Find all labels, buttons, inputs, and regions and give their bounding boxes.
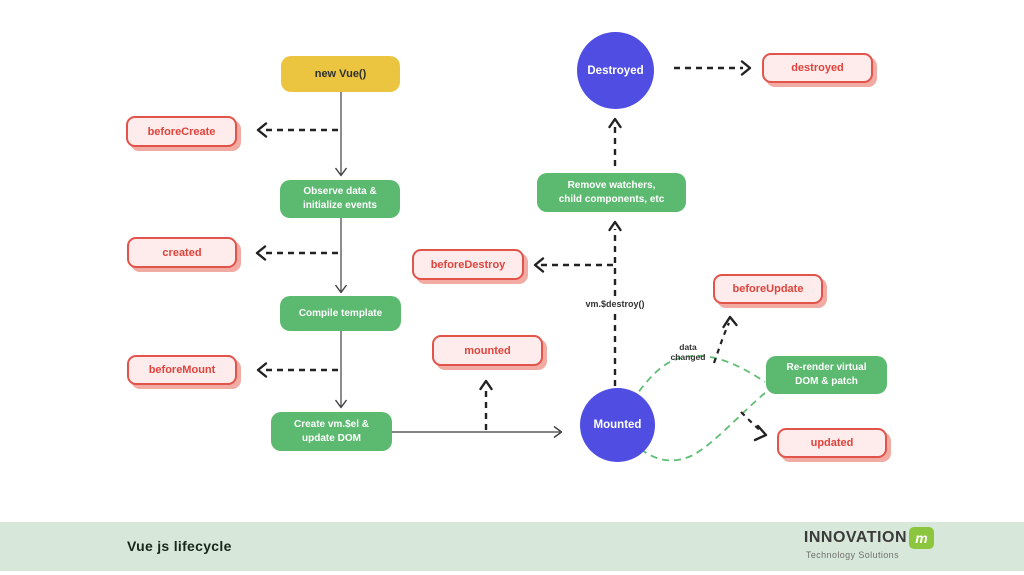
node-rerender-line1: Re-render virtual bbox=[786, 362, 867, 373]
arrow-create-to-mounted-circle bbox=[392, 425, 563, 439]
node-compile-label: Compile template bbox=[298, 307, 383, 319]
hook-before-destroy-label: beforeDestroy bbox=[430, 258, 506, 271]
hook-before-update: beforeUpdate bbox=[713, 274, 823, 304]
arrow-to-beforecreate bbox=[256, 122, 338, 138]
state-mounted-label: Mounted bbox=[593, 419, 642, 431]
node-create-vmel-line2: update DOM bbox=[302, 432, 361, 444]
hook-updated: updated bbox=[777, 428, 887, 458]
hook-before-create: beforeCreate bbox=[126, 116, 237, 147]
arrow-to-mounted-hook bbox=[479, 379, 493, 430]
hook-before-mount: beforeMount bbox=[127, 355, 237, 385]
state-destroyed-circle: Destroyed bbox=[577, 32, 654, 109]
arrow-to-beforeupdate bbox=[712, 315, 738, 364]
curve-rerender-back bbox=[640, 392, 766, 462]
node-remove-watchers-line2: child components, etc bbox=[558, 193, 665, 205]
annotation-vm-destroy: vm.$destroy() bbox=[578, 299, 652, 310]
annotation-vm-destroy-text: vm.$destroy() bbox=[585, 299, 645, 309]
logo-subtitle: Technology Solutions bbox=[805, 550, 899, 560]
hook-before-update-label: beforeUpdate bbox=[732, 283, 804, 295]
hook-destroyed: destroyed bbox=[762, 53, 873, 83]
hook-destroyed-label: destroyed bbox=[791, 62, 844, 74]
hook-before-create-label: beforeCreate bbox=[147, 125, 216, 138]
arrow-observe-to-compile bbox=[334, 218, 348, 294]
arrow-to-created bbox=[255, 245, 338, 261]
node-compile-template: Compile template bbox=[280, 296, 401, 331]
arrow-newvue-to-observe bbox=[334, 92, 348, 177]
arrow-to-updated bbox=[740, 411, 768, 442]
logo-row: INNOVATION m bbox=[804, 527, 934, 549]
arrow-compile-to-create bbox=[334, 331, 348, 409]
annotation-data-changed-line1: data bbox=[679, 342, 697, 352]
node-observe-line2: initialize events bbox=[303, 200, 377, 211]
logo-m-icon: m bbox=[909, 527, 934, 549]
node-new-vue: new Vue() bbox=[281, 56, 400, 92]
hook-mounted-label: mounted bbox=[464, 344, 511, 357]
hook-created-label: created bbox=[162, 246, 202, 259]
annotation-data-changed: data changed bbox=[664, 342, 712, 362]
page-title: Vue js lifecycle bbox=[127, 538, 232, 554]
hook-mounted: mounted bbox=[432, 335, 543, 366]
hook-before-destroy: beforeDestroy bbox=[412, 249, 524, 280]
node-remove-watchers-line1: Remove watchers, bbox=[567, 179, 656, 191]
arrow-to-beforedestroy bbox=[533, 257, 613, 273]
node-remove-watchers: Remove watchers, child components, etc bbox=[537, 173, 686, 212]
node-observe-line1: Observe data & bbox=[303, 186, 377, 197]
innovationm-logo: INNOVATION m Technology Solutions bbox=[804, 527, 934, 560]
arrow-to-destroyed-hook bbox=[674, 60, 752, 76]
connector-layer bbox=[255, 60, 768, 462]
node-rerender-line2: DOM & patch bbox=[795, 376, 858, 387]
arrow-mounted-to-removewatchers bbox=[608, 220, 622, 386]
curve-datachanged-up bbox=[631, 355, 766, 402]
state-destroyed-label: Destroyed bbox=[587, 64, 644, 77]
hook-before-mount-label: beforeMount bbox=[148, 364, 216, 376]
node-create-vmel: Create vm.$el & update DOM bbox=[271, 412, 392, 451]
hook-updated-label: updated bbox=[810, 437, 854, 449]
logo-wordmark: INNOVATION bbox=[803, 529, 907, 546]
node-new-vue-label: new Vue() bbox=[314, 68, 367, 80]
node-rerender: Re-render virtual DOM & patch bbox=[766, 356, 887, 394]
hook-created: created bbox=[127, 237, 237, 268]
node-observe-data: Observe data & initialize events bbox=[280, 180, 400, 218]
annotation-data-changed-line2: changed bbox=[670, 352, 706, 363]
state-mounted-circle: Mounted bbox=[580, 388, 655, 462]
footer-band: Vue js lifecycle INNOVATION m Technology… bbox=[0, 522, 1024, 571]
arrow-to-beforemount bbox=[256, 362, 338, 378]
arrow-removewatchers-to-destroyed-circle bbox=[608, 117, 622, 166]
node-create-vmel-line1: Create vm.$el & bbox=[293, 418, 370, 430]
